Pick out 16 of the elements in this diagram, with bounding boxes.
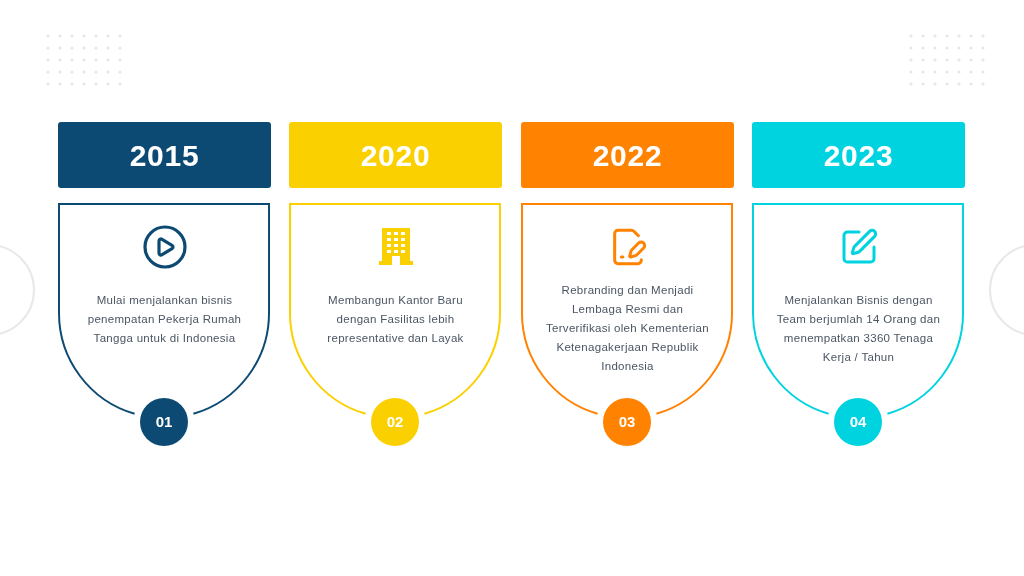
description-text: Membangun Kantor Baru dengan Fasilitas lebih representative dan Layak — [326, 293, 465, 346]
description-text: Menjalankan Bisnis dengan Team berjumlah 14 Orang dan menempatkan 3360 Tenaga Kerja / Tahun — [775, 293, 942, 365]
year-header — [289, 122, 502, 188]
year-header — [521, 122, 734, 188]
year-text: 2020 — [360, 137, 431, 174]
description-text: Rebranding dan Menjadi Lembaga Resmi dan Terverifikasi oleh Kementerian Ketenagakerjaan Republik Indonesia — [544, 283, 710, 374]
step-number: 04 — [849, 411, 867, 432]
year-text: 2023 — [823, 137, 894, 174]
year-text: 2022 — [592, 137, 663, 174]
step-number: 01 — [155, 411, 173, 432]
description-text: Mulai menjalankan bisnis penempatan Pekerja Rumah Tangga untuk di Indonesia — [86, 293, 243, 346]
year-header — [58, 122, 271, 188]
step-number: 03 — [618, 411, 636, 432]
year-text: 2015 — [129, 137, 200, 174]
step-number: 02 — [386, 411, 404, 432]
year-header — [752, 122, 965, 188]
